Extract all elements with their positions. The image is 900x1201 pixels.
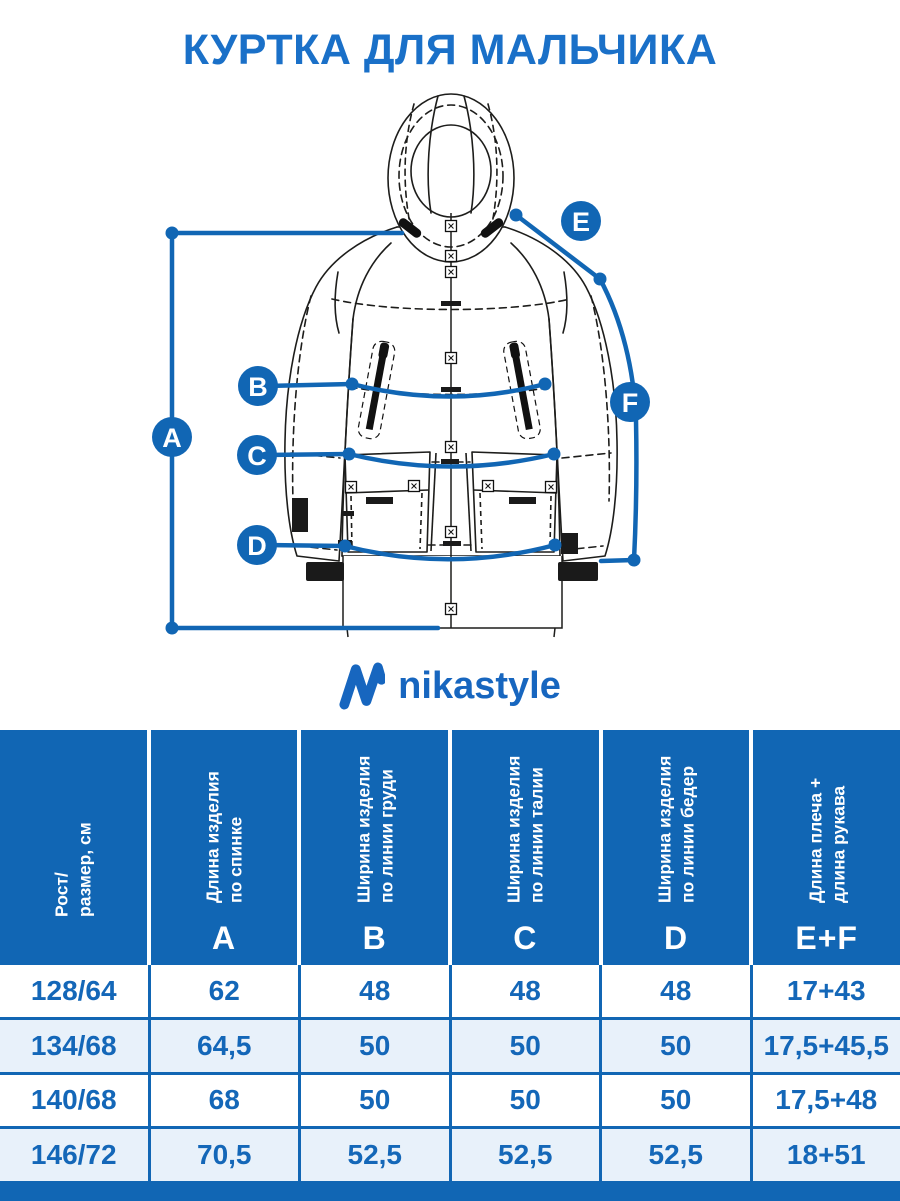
- table-cell: 128/64: [0, 965, 148, 1017]
- column-label: Ширина изделия по линии талии: [503, 727, 549, 903]
- table-cell: 48: [301, 965, 449, 1017]
- size-table: Рост/ размер, см Длина изделия по спинке…: [0, 730, 900, 1201]
- table-cell: 18+51: [753, 1129, 900, 1181]
- size-table-header: Рост/ размер, см Длина изделия по спинке…: [0, 730, 900, 965]
- svg-text:C: C: [247, 441, 267, 471]
- svg-text:E: E: [572, 207, 590, 237]
- table-cell: 140/68: [0, 1075, 148, 1127]
- header-cell-d: Ширина изделия по линии бедер D: [603, 730, 750, 965]
- measure-label-b: B: [238, 366, 278, 406]
- page-title: КУРТКА ДЛЯ МАЛЬЧИКА: [0, 26, 900, 75]
- table-cell: 50: [301, 1020, 449, 1072]
- column-letter: E+F: [753, 920, 900, 957]
- measure-label-a: A: [152, 417, 192, 457]
- column-label: Длина плеча + длина рукава: [804, 727, 850, 903]
- column-label: Рост/ размер, см: [51, 741, 97, 917]
- measure-label-c: C: [237, 435, 277, 475]
- brand-logo-mark: [339, 661, 385, 711]
- column-letter: D: [603, 920, 750, 957]
- svg-text:F: F: [622, 388, 639, 418]
- table-cell: 50: [602, 1020, 750, 1072]
- column-letter: A: [151, 920, 298, 957]
- table-cell: 70,5: [151, 1129, 299, 1181]
- measure-label-d: D: [237, 525, 277, 565]
- table-cell: 50: [301, 1075, 449, 1127]
- size-table-body: 128/64 62 48 48 48 17+43 134/68 64,5 50 …: [0, 965, 900, 1181]
- measure-label-e: E: [561, 201, 601, 241]
- table-cell: 48: [602, 965, 750, 1017]
- table-cell: 68: [151, 1075, 299, 1127]
- brand-logo-text: nikastyle: [398, 665, 561, 708]
- header-cell-size: Рост/ размер, см: [0, 730, 147, 965]
- measure-label-f: F: [610, 382, 650, 422]
- table-cell: 48: [452, 965, 600, 1017]
- table-cell: 134/68: [0, 1020, 148, 1072]
- column-label: Длина изделия по спинке: [201, 727, 247, 903]
- svg-text:B: B: [248, 372, 268, 402]
- table-cell: 62: [151, 965, 299, 1017]
- table-cell: 146/72: [0, 1129, 148, 1181]
- table-cell: 17,5+48: [753, 1075, 900, 1127]
- table-cell: 17+43: [753, 965, 900, 1017]
- table-cell: 50: [452, 1075, 600, 1127]
- table-cell: 50: [452, 1020, 600, 1072]
- header-cell-c: Ширина изделия по линии талии C: [452, 730, 599, 965]
- header-cell-b: Ширина изделия по линии груди B: [301, 730, 448, 965]
- jacket-measurement-diagram: A B C D E F: [0, 85, 900, 657]
- table-cell: 52,5: [301, 1129, 449, 1181]
- column-letter: B: [301, 920, 448, 957]
- table-cell: 52,5: [602, 1129, 750, 1181]
- header-cell-ef: Длина плеча + длина рукава E+F: [753, 730, 900, 965]
- column-label: Ширина изделия по линии груди: [352, 727, 398, 903]
- table-cell: 50: [602, 1075, 750, 1127]
- table-cell: 64,5: [151, 1020, 299, 1072]
- brand-logo: nikastyle: [0, 656, 900, 716]
- column-label: Ширина изделия по линии бедер: [653, 727, 699, 903]
- column-letter: C: [452, 920, 599, 957]
- svg-text:A: A: [162, 423, 182, 453]
- table-cell: 17,5+45,5: [753, 1020, 900, 1072]
- table-cell: 52,5: [452, 1129, 600, 1181]
- header-cell-a: Длина изделия по спинке A: [151, 730, 298, 965]
- svg-text:D: D: [247, 531, 267, 561]
- table-footer-bar: [0, 1181, 900, 1201]
